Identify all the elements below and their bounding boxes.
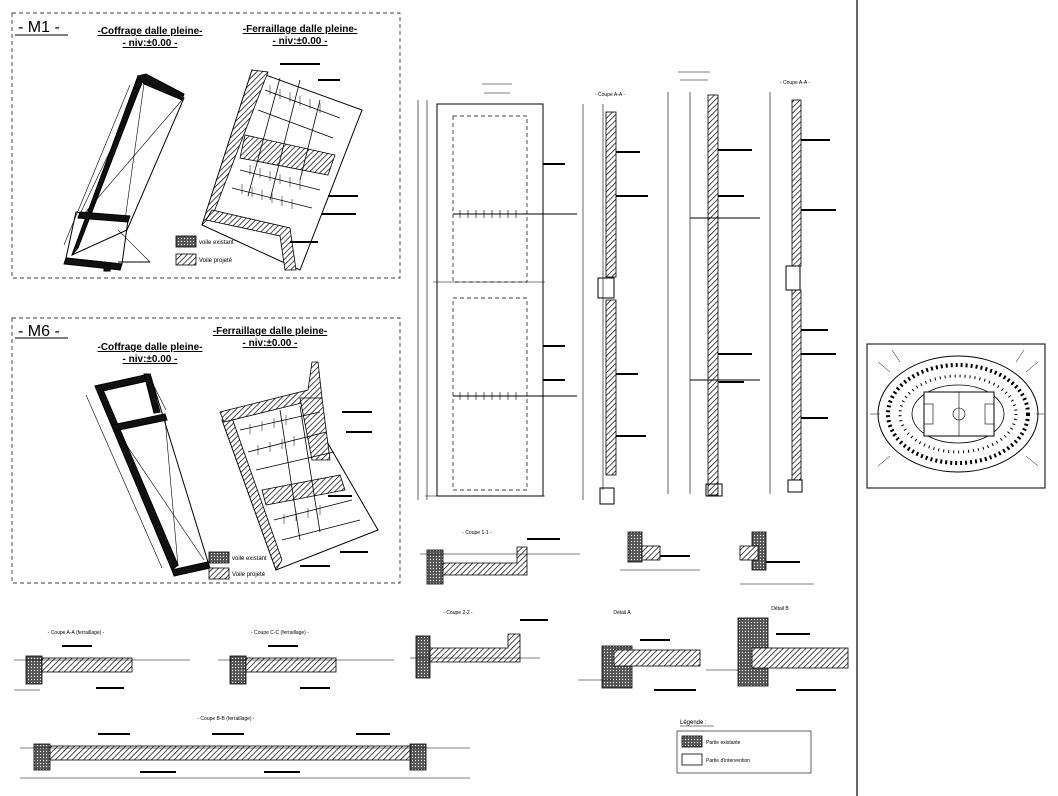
coupe-2-2: - Coupe 2-2 - — [410, 610, 548, 679]
m6-ferraillage-plan — [219, 361, 379, 571]
m6-tag: - M6 - — [18, 323, 60, 340]
legend-intervention-swatch — [681, 753, 703, 766]
m6-legend-existing: voile existant — [232, 556, 267, 562]
m1-coffrage-title: -Coffrage dalle pleine- — [97, 26, 202, 37]
legend-projected-swatch — [175, 253, 197, 266]
legend-intervention: Partie d'intervention — [706, 758, 750, 764]
m1-legend-projected: Voile projeté — [199, 258, 233, 264]
m1-coffrage-level: - niv:±0.00 - — [123, 38, 178, 49]
wall-section-aa-2: - Coupe A-A - — [769, 80, 836, 494]
m6-ferraillage-level: - niv:±0.00 - — [243, 338, 298, 349]
coupe-1-1: - Coupe 1-1 - — [420, 530, 580, 585]
m6-legend: voile existant Voile projeté — [208, 551, 267, 580]
m6-coffrage-title: -Coffrage dalle pleine- — [97, 342, 202, 353]
m1-ferraillage-level: - niv:±0.00 - — [273, 36, 328, 47]
m1-coffrage-plan — [63, 73, 185, 272]
coupe-bb-ferraillage: - Coupe B-B (ferraillage) - — [20, 716, 470, 779]
wall-section-aa-1: - Coupe A-A - — [582, 92, 648, 505]
m6-legend-projected: Voile projeté — [232, 572, 266, 578]
m1-ferraillage-title: -Ferraillage dalle pleine- — [243, 24, 357, 35]
detail-a-label: Détail A — [613, 610, 631, 616]
m1-legend: voile existant Voile projeté — [175, 235, 234, 266]
detail-b-label: Détail B — [771, 606, 789, 612]
detail-b: Détail B — [706, 606, 849, 691]
coupe-2-2-label: - Coupe 2-2 - — [443, 610, 473, 616]
legend: Légende : Partie existante Partie d'inte… — [676, 720, 812, 774]
wall-elevation-2 — [667, 71, 760, 497]
section-aa-label-2: - Coupe A-A - — [780, 80, 810, 86]
coupe-aa-ferr-label: - Coupe A-A (ferraillage) - — [48, 630, 105, 636]
coupe-cc-ferraillage: - Coupe C-C (ferraillage) - — [218, 630, 394, 689]
coupe-cc-ferr-label: - Coupe C-C (ferraillage) - — [251, 630, 309, 636]
m1-tag: - M1 - — [18, 19, 60, 36]
legend-title: Légende : — [680, 720, 707, 726]
legend-existing-swatch — [208, 551, 230, 564]
detail-a: Détail A — [578, 610, 701, 691]
coupe-aa-ferraillage: - Coupe A-A (ferraillage) - — [14, 630, 190, 691]
legend-existing: Partie existante — [706, 740, 741, 746]
m6-ferraillage-title: -Ferraillage dalle pleine- — [213, 326, 327, 337]
coupe-1-1-label: - Coupe 1-1 - — [462, 530, 492, 536]
m1-legend-existing: voile existant — [199, 240, 234, 246]
legend-existing-swatch — [681, 735, 703, 748]
key-plan-stadium — [866, 343, 1046, 489]
m1-ferraillage-plan — [201, 63, 363, 271]
coupe-3-3-small — [739, 531, 814, 585]
m1-panel: - M1 - -Coffrage dalle pleine- - niv:±0.… — [11, 12, 401, 279]
legend-projected-swatch — [208, 567, 230, 580]
m6-coffrage-level: - niv:±0.00 - — [123, 354, 178, 365]
m6-coffrage-plan — [85, 373, 211, 577]
wall-elevation-1 — [417, 83, 577, 500]
section-aa-label-1: - Coupe A-A - — [595, 92, 625, 98]
legend-existing-swatch — [175, 235, 197, 248]
m6-panel: - M6 - -Coffrage dalle pleine- - niv:±0.… — [11, 317, 401, 584]
coupe-bb-ferr-label: - Coupe B-B (ferraillage) - — [197, 716, 255, 722]
coupe-2-2-small — [620, 531, 700, 571]
